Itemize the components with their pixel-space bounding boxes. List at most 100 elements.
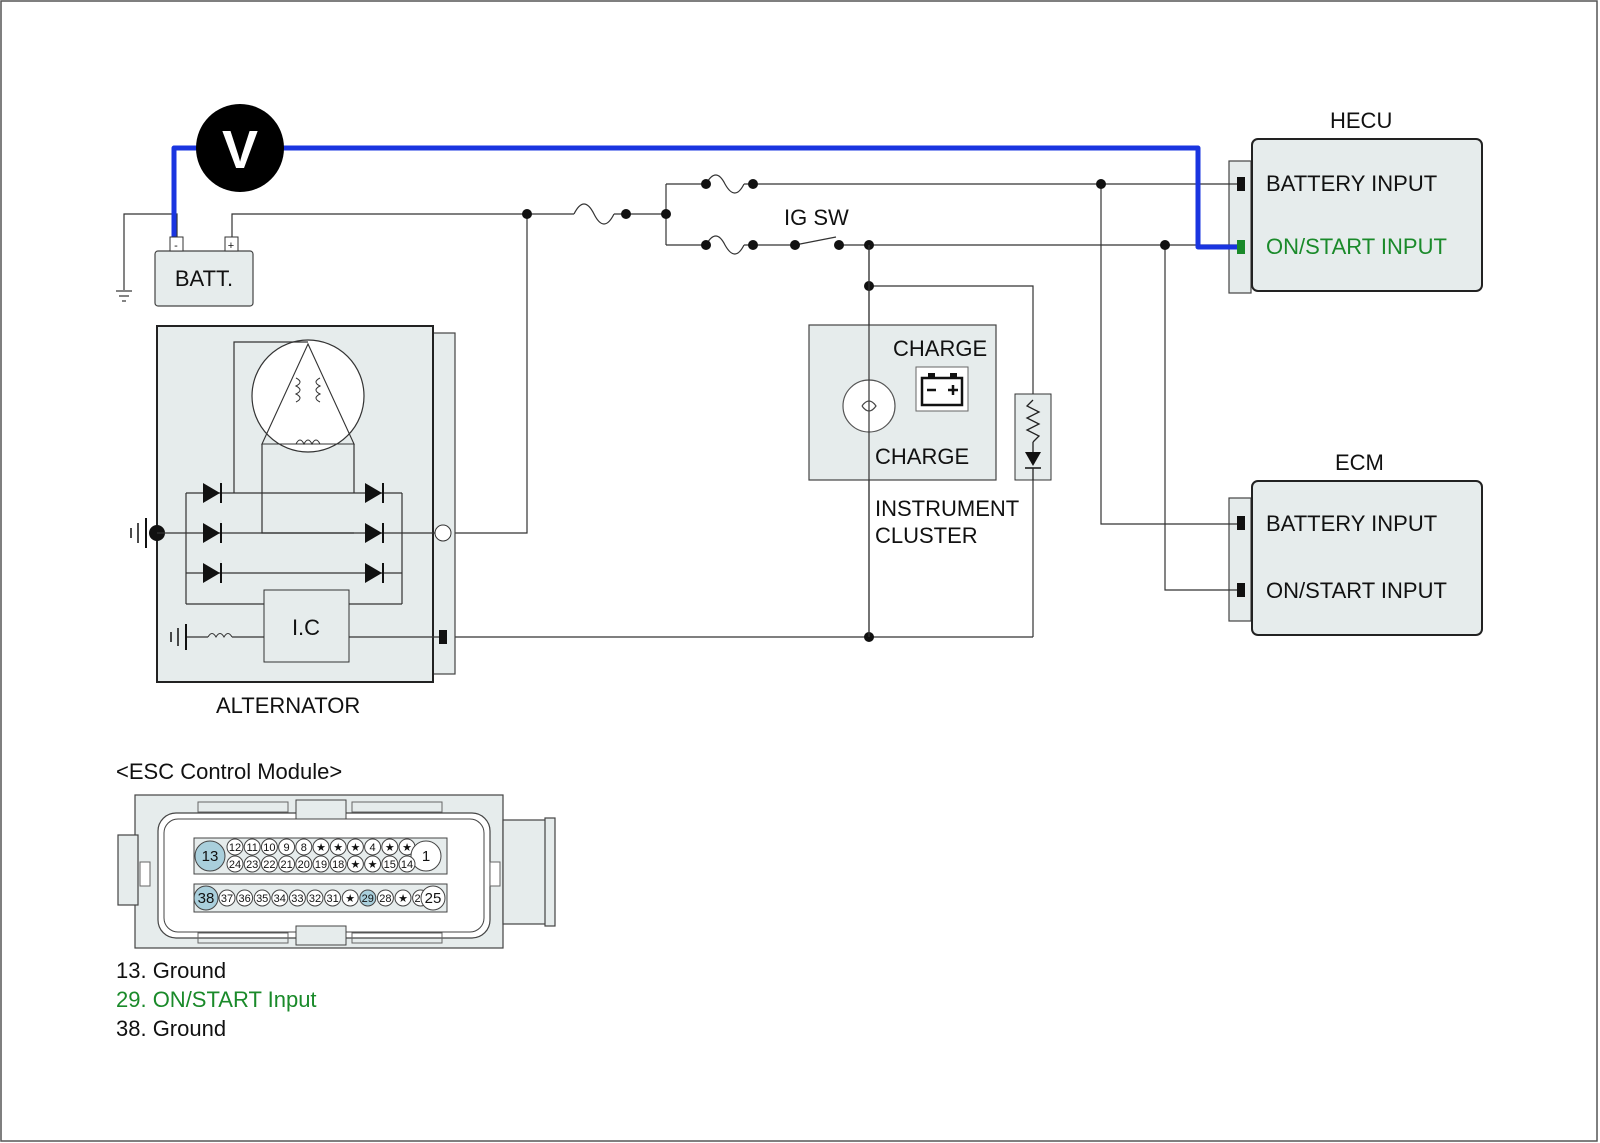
- pin-legend-item: 38. Ground: [116, 1016, 226, 1041]
- hecu-battery-pin: [1237, 177, 1245, 191]
- connector-pin: [376, 889, 394, 907]
- connector-pin: [420, 885, 446, 911]
- instrument-cluster: CHARGE CHARGE INSTRUMENT CLUSTER: [808, 245, 1052, 637]
- connector-pin-label: 28: [379, 893, 391, 905]
- connector-pin: [243, 838, 261, 856]
- hecu-battery-input-label: BATTERY INPUT: [1266, 171, 1437, 196]
- connector-pin: [381, 855, 399, 873]
- connector-pin: [329, 855, 347, 873]
- pin-legend-item: 13. Ground: [116, 958, 226, 983]
- connector-pin: [278, 855, 296, 873]
- connector-pin-label: ★: [368, 858, 378, 871]
- rectifier-diodes: [203, 483, 384, 583]
- cluster-name-line1: INSTRUMENT: [875, 496, 1019, 521]
- connector-pin: [194, 840, 226, 872]
- connector-pin-label: ★: [398, 892, 408, 905]
- connector-pin-label: ★: [402, 841, 412, 854]
- connector-pin: [260, 855, 278, 873]
- voltmeter-icon: [196, 104, 284, 192]
- connector-pin-label: 37: [221, 893, 233, 905]
- connector-pin: [364, 855, 382, 873]
- connector-pin-label: ★: [333, 841, 343, 854]
- connector-pin-label: 22: [263, 859, 275, 871]
- connector-pin: [236, 889, 254, 907]
- connector-pin-label: 24: [229, 859, 241, 871]
- connector-pin-label: 10: [263, 842, 275, 854]
- connector-pin: [398, 855, 416, 873]
- connector-pin-label: 4: [370, 842, 376, 854]
- connector-pin-label: ★: [316, 841, 326, 854]
- connector-title: <ESC Control Module>: [116, 759, 342, 784]
- alternator-connector: [432, 332, 456, 675]
- ecm-battery-pin: [1237, 516, 1245, 530]
- connector-pin: [193, 885, 219, 911]
- connector-pin-label: 29: [362, 893, 374, 905]
- stator-icon: [251, 339, 365, 453]
- connector-pin-label: 31: [326, 893, 338, 905]
- hecu-on-start-input-label: ON/START INPUT: [1266, 234, 1447, 259]
- connector-pin: [260, 838, 278, 856]
- battery: - + BATT.: [154, 236, 254, 307]
- connector-pin: [312, 838, 330, 856]
- hecu-box: [1251, 138, 1483, 292]
- alternator-b-terminal: [434, 524, 452, 542]
- voltmeter-probe: V: [171, 104, 1237, 250]
- connector-pin-label: 8: [301, 842, 307, 854]
- connector-pin: [324, 889, 342, 907]
- connector-pin-label: ★: [350, 841, 360, 854]
- connector-pin: [295, 838, 313, 856]
- connector-pin: [278, 838, 296, 856]
- battery-box: [154, 250, 254, 307]
- cluster-name-line2: CLUSTER: [875, 523, 978, 548]
- connector-pin: [306, 889, 324, 907]
- battery-label: BATT.: [175, 266, 233, 291]
- battery-plus-terminal: [224, 236, 239, 252]
- ig-switch-label: IG SW: [784, 205, 849, 230]
- connector-pin: [288, 889, 306, 907]
- connector-pin-label: 15: [384, 859, 396, 871]
- connector-pin-label: 14: [401, 859, 413, 871]
- connector-pin-label: ★: [345, 892, 355, 905]
- connector-pin-label: 11: [246, 842, 257, 854]
- ecm-box: [1251, 480, 1483, 636]
- voltmeter-label: V: [222, 120, 258, 180]
- cluster-charge-top-label: CHARGE: [893, 336, 987, 361]
- connector-pin: [359, 889, 377, 907]
- alternator-label: ALTERNATOR: [216, 693, 360, 718]
- ic-box: [263, 589, 350, 663]
- connector-pin-label: 36: [238, 893, 250, 905]
- connector-pin-label: ★: [350, 858, 360, 871]
- pin-legend: 13. Ground 29. ON/START Input 38. Ground: [116, 958, 317, 1041]
- battery-minus-label: -: [174, 240, 178, 252]
- connector-pin: [346, 838, 364, 856]
- resistor-diode-element: [1014, 393, 1052, 481]
- connector-pin-label: 21: [280, 859, 292, 871]
- ecm-battery-input-label: BATTERY INPUT: [1266, 511, 1437, 536]
- connector-pin-label: 32: [309, 893, 321, 905]
- connector-pin-label: 23: [246, 859, 258, 871]
- connector-pin-label: 25: [425, 890, 442, 907]
- connector-pin: [381, 838, 399, 856]
- ecm-title: ECM: [1335, 450, 1384, 475]
- connector-pin: [226, 838, 244, 856]
- ecm-on-start-pin: [1237, 583, 1245, 597]
- connector-pin-label: 38: [198, 890, 215, 907]
- connector-pin: [243, 855, 261, 873]
- alternator-l-terminal: [439, 630, 447, 644]
- connector-pin: [394, 889, 412, 907]
- connector-pin: [346, 855, 364, 873]
- battery-minus-terminal: [169, 236, 184, 252]
- connector-pin-label: 20: [298, 859, 310, 871]
- connector-pin-label: 35: [256, 893, 268, 905]
- connector-pin-label: ★: [385, 841, 395, 854]
- connector-pin-label: 18: [332, 859, 344, 871]
- connector-pin: [329, 838, 347, 856]
- connector-pin: [410, 840, 442, 872]
- pin-legend-item: 29. ON/START Input: [116, 987, 317, 1012]
- ecm-module: ECM BATTERY INPUT ON/START INPUT: [1228, 450, 1483, 636]
- hecu-title: HECU: [1330, 108, 1392, 133]
